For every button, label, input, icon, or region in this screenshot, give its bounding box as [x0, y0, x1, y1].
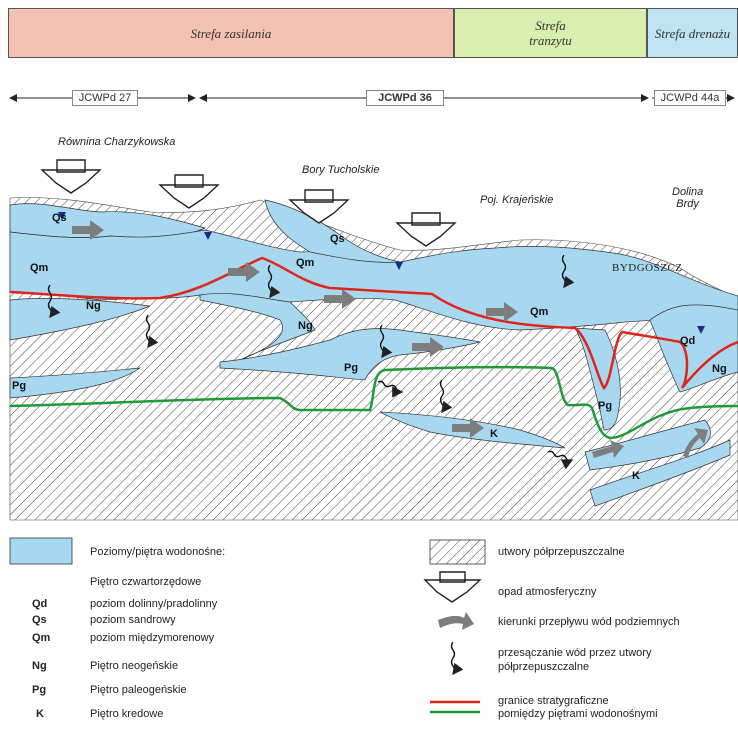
- legend-flow: kierunki przepływu wód podziemnych: [498, 616, 680, 628]
- legend-quaternary: Piętro czwartorzędowe: [90, 576, 202, 588]
- spring-markers: [58, 212, 705, 334]
- legend-flow-arrow: [438, 612, 474, 630]
- legend-qs-code: Qs: [32, 614, 47, 626]
- unit-qs-left: Qs: [52, 212, 67, 224]
- unit-qm-right: Qm: [530, 306, 549, 318]
- unit-qm-left: Qm: [30, 262, 49, 274]
- legend-ng-text: Piętro neogeńskie: [90, 660, 179, 672]
- aquifer-pg-middle: [219, 328, 481, 381]
- legend-semi: utwory półprzepuszczalne: [498, 546, 625, 558]
- legend-pg-text: Piętro paleogeńskie: [90, 684, 187, 696]
- precip-arrow-3: [288, 189, 350, 224]
- seepage-arrows: [47, 254, 575, 470]
- place-krajenskie: Poj. Krajeńskie: [480, 194, 554, 206]
- legend-semipermeable-swatch: [429, 539, 486, 565]
- stratigraphic-boundary-green: [9, 365, 738, 440]
- legend-qd-code: Qd: [32, 598, 48, 610]
- zone-drainage-label: Strefa drenażu: [654, 25, 731, 41]
- legend-qm-text: poziom międzymorenowy: [90, 632, 215, 644]
- legend-k-text: Piętro kredowe: [90, 708, 164, 720]
- place-bydgoszcz: BYDGOSZCZ: [612, 262, 683, 274]
- zone-drainage: Strefa drenażu: [647, 8, 738, 58]
- unit-ng-middle: Ng: [298, 320, 313, 332]
- unit-ng-left: Ng: [86, 300, 101, 312]
- stratigraphic-boundary-red: [9, 256, 738, 390]
- aquifer-pg-channel: [574, 327, 621, 431]
- aquifer-pg-left: [9, 367, 142, 399]
- unit-k-middle: K: [490, 428, 498, 440]
- legend-seep-arrow: [450, 641, 464, 676]
- precip-arrow-2: [158, 174, 220, 209]
- unit-qm-middle: Qm: [296, 257, 315, 269]
- place-brdy: Dolina Brdy: [672, 186, 704, 210]
- place-bory: Bory Tucholskie: [302, 164, 380, 176]
- legend-boundary1: granice stratygraficzne: [498, 695, 609, 707]
- precipitation-arrows: [40, 159, 457, 247]
- unit-qs-middle: Qs: [330, 233, 345, 245]
- legend-aquifer-swatch: [9, 537, 73, 565]
- precip-arrow-4: [395, 212, 457, 247]
- legend-aquifers: Poziomy/piętra wodonośne:: [90, 546, 226, 558]
- legend-qd-text: poziom dolinny/pradolinny: [90, 598, 218, 610]
- unit-ng-right: Ng: [712, 363, 727, 375]
- legend-k-code: K: [36, 708, 44, 720]
- zone-supply-label: Strefa zasilania: [190, 25, 272, 41]
- flow-arrows: [72, 220, 708, 458]
- legend-seep: przesączanie wód przez utwory półprzepus…: [498, 647, 652, 673]
- jcwpd-27-label: JCWPd 27: [72, 90, 138, 106]
- unit-pg-channel: Pg: [598, 400, 613, 412]
- legend-precip: opad atmosferyczny: [498, 586, 597, 598]
- aquifer-ng-left: [9, 298, 151, 341]
- legend-boundary2: pomiędzy piętrami wodonośnymi: [498, 708, 658, 720]
- aquifer-k-right-upper: [584, 419, 711, 471]
- unit-k-right: K: [632, 470, 640, 482]
- aquifer-ng-middle: [199, 293, 316, 361]
- zone-transit-label: Strefa tranzytu: [529, 18, 572, 48]
- legend-ng-code: Ng: [32, 660, 47, 672]
- unit-qd: Qd: [680, 335, 696, 347]
- legend-qs-text: poziom sandrowy: [90, 614, 176, 626]
- jcwpd-44a-label: JCWPd 44a: [654, 90, 726, 106]
- aquifer-k-right-lower: [589, 439, 731, 507]
- legend-qm-code: Qm: [32, 632, 51, 644]
- zone-transit: Strefa tranzytu: [454, 8, 647, 58]
- precip-arrow-1: [40, 159, 102, 194]
- legend-pg-code: Pg: [32, 684, 47, 696]
- aquifer-qd-valley: [649, 304, 738, 393]
- legend-precip-arrow: [423, 571, 482, 603]
- unit-pg-left: Pg: [12, 380, 27, 392]
- unit-pg-middle: Pg: [344, 362, 359, 374]
- place-charzykowska: Równina Charzykowska: [58, 136, 176, 148]
- jcwpd-36-label: JCWPd 36: [366, 90, 444, 106]
- zone-supply: Strefa zasilania: [8, 8, 454, 58]
